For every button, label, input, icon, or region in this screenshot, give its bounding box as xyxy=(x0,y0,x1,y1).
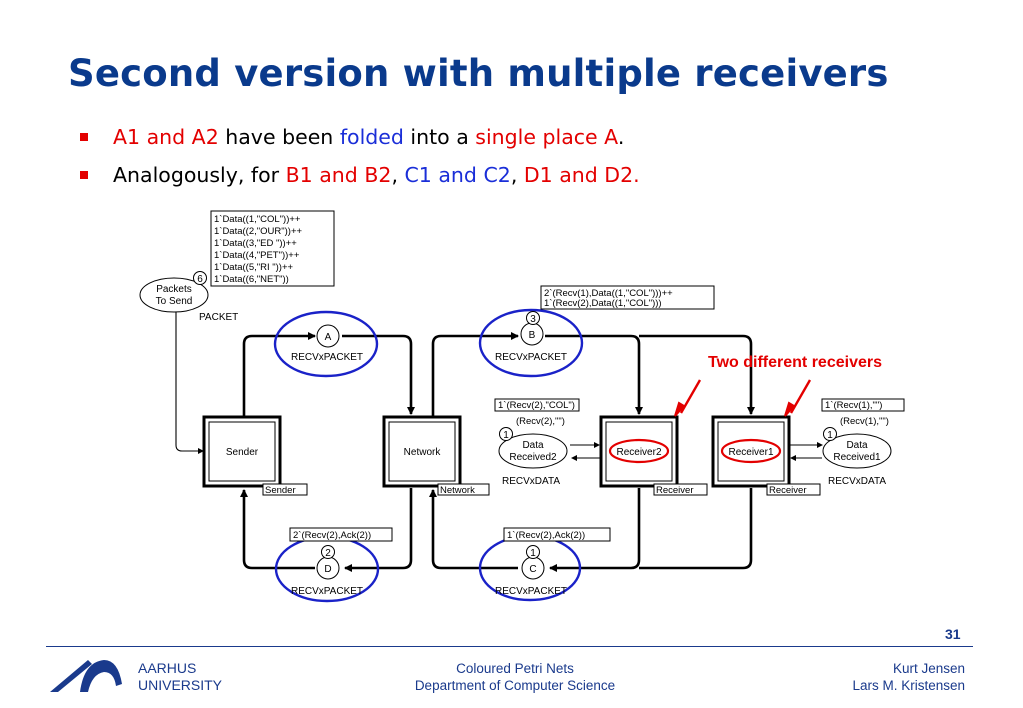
svg-text:RECVxPACKET: RECVxPACKET xyxy=(291,352,363,363)
highlight-ellipse xyxy=(273,310,379,378)
d-marking-box: 2`(Recv(2),Ack(2)) xyxy=(289,527,393,542)
svg-text:RECVxDATA: RECVxDATA xyxy=(828,476,886,487)
place-a: A RECVxPACKET xyxy=(273,310,379,378)
footer-course: Coloured Petri Nets Department of Comput… xyxy=(414,661,616,693)
svg-text:B: B xyxy=(529,330,536,341)
c-marking-box: 1`(Recv(2),Ack(2)) xyxy=(503,527,611,542)
page-title: Second version with multiple receivers xyxy=(68,52,889,95)
svg-text:Network: Network xyxy=(404,447,442,458)
place-d: D 2 RECVxPACKET xyxy=(274,535,380,603)
svg-text:To Send: To Send xyxy=(156,296,193,307)
svg-text:(Recv(2),""): (Recv(2),"") xyxy=(516,416,565,427)
svg-text:1`(Recv(2),Ack(2)): 1`(Recv(2),Ack(2)) xyxy=(507,530,585,541)
svg-text:Receiver1: Receiver1 xyxy=(728,447,773,458)
svg-text:6: 6 xyxy=(197,274,203,285)
annotation-arrow xyxy=(679,379,702,414)
svg-text:1: 1 xyxy=(503,430,509,441)
thin-arcs xyxy=(173,296,823,461)
highlight-ellipse xyxy=(720,438,782,464)
svg-text:Receiver2: Receiver2 xyxy=(616,447,661,458)
svg-text:1: 1 xyxy=(827,430,833,441)
svg-text:Data: Data xyxy=(522,440,544,451)
svg-text:Data: Data xyxy=(846,440,868,451)
svg-text:RECVxPACKET: RECVxPACKET xyxy=(291,586,363,597)
highlight-ellipse xyxy=(478,308,584,378)
highlight-ellipse xyxy=(608,438,670,464)
place-packets-to-send: Packets To Send 6 PACKET xyxy=(139,271,238,323)
transition-receiver2: Receiver2 Receiver xyxy=(599,415,708,496)
svg-text:Receiver: Receiver xyxy=(656,485,694,496)
annotation-arrowhead xyxy=(784,401,796,417)
bullet-text: A1 and A2 have been folded into a single… xyxy=(113,125,625,149)
page-number: 31 xyxy=(945,626,961,642)
annotation-arrow xyxy=(789,379,812,414)
svg-text:1`Data((4,"PET"))++: 1`Data((4,"PET"))++ xyxy=(214,250,300,261)
bullet-text: Analogously, for B1 and B2, C1 and C2, D… xyxy=(113,163,640,187)
svg-text:2`(Recv(2),Ack(2)): 2`(Recv(2),Ack(2)) xyxy=(293,530,371,541)
svg-text:Received1: Received1 xyxy=(833,452,881,463)
bullet-marker xyxy=(80,171,88,179)
place-data-received1: Data Received1 1 RECVxDATA 1`(Recv(1),""… xyxy=(821,398,905,487)
svg-text:1`Data((2,"OUR"))++: 1`Data((2,"OUR"))++ xyxy=(214,226,302,237)
svg-text:Received2: Received2 xyxy=(509,452,557,463)
svg-text:1`(Recv(1),""): 1`(Recv(1),"") xyxy=(825,400,882,411)
transition-network: Network Network xyxy=(382,415,490,496)
bullet-marker xyxy=(80,133,88,141)
university-name: AARHUS UNIVERSITY xyxy=(138,660,223,693)
svg-text:1`(Recv(2),"COL"): 1`(Recv(2),"COL") xyxy=(498,400,575,411)
svg-text:Sender: Sender xyxy=(226,447,259,458)
svg-text:RECVxPACKET: RECVxPACKET xyxy=(495,352,567,363)
svg-text:2: 2 xyxy=(325,548,331,559)
place-data-received2: Data Received2 1 RECVxDATA 1`(Recv(2),"C… xyxy=(494,398,580,487)
transition-sender: Sender Sender xyxy=(202,415,308,496)
arcs xyxy=(240,332,755,572)
svg-text:2`(Recv(1),Data((1,"COL")))++: 2`(Recv(1),Data((1,"COL")))++ xyxy=(544,288,673,299)
svg-text:(Recv(1),""): (Recv(1),"") xyxy=(840,416,889,427)
svg-text:D: D xyxy=(324,564,331,575)
svg-text:RECVxPACKET: RECVxPACKET xyxy=(495,586,567,597)
aarhus-logo xyxy=(50,660,122,692)
annotation: Two different receivers xyxy=(674,354,882,417)
transition-receiver1: Receiver1 Receiver xyxy=(711,415,821,496)
svg-text:1`Data((3,"ED "))++: 1`Data((3,"ED "))++ xyxy=(214,238,297,249)
svg-text:1`Data((1,"COL"))++: 1`Data((1,"COL"))++ xyxy=(214,214,301,225)
svg-text:1`Data((5,"RI "))++: 1`Data((5,"RI "))++ xyxy=(214,262,294,273)
svg-text:1`(Recv(2),Data((1,"COL"))): 1`(Recv(2),Data((1,"COL"))) xyxy=(544,298,662,309)
svg-text:Sender: Sender xyxy=(265,485,296,496)
svg-text:3: 3 xyxy=(530,314,536,325)
b-marking-box: 2`(Recv(1),Data((1,"COL")))++ 1`(Recv(2)… xyxy=(540,285,715,310)
svg-text:C: C xyxy=(529,564,536,575)
footer-authors: Kurt Jensen Lars M. Kristensen xyxy=(852,661,965,693)
svg-text:Receiver: Receiver xyxy=(769,485,807,496)
svg-text:Packets: Packets xyxy=(156,284,192,295)
svg-text:1: 1 xyxy=(530,548,536,559)
packets-marking-box: 1`Data((1,"COL"))++ 1`Data((2,"OUR"))++ … xyxy=(210,210,335,287)
svg-text:PACKET: PACKET xyxy=(199,312,238,323)
svg-text:1`Data((6,"NET")): 1`Data((6,"NET")) xyxy=(214,274,289,285)
svg-text:A: A xyxy=(325,332,332,343)
footer-divider xyxy=(46,646,973,647)
svg-text:Network: Network xyxy=(440,485,475,496)
annotation-arrowhead xyxy=(674,401,686,417)
svg-text:RECVxDATA: RECVxDATA xyxy=(502,476,560,487)
svg-text:Two different receivers: Two different receivers xyxy=(708,354,882,371)
place-b: B 3 RECVxPACKET xyxy=(478,308,584,378)
place-c: C 1 RECVxPACKET xyxy=(478,534,582,602)
